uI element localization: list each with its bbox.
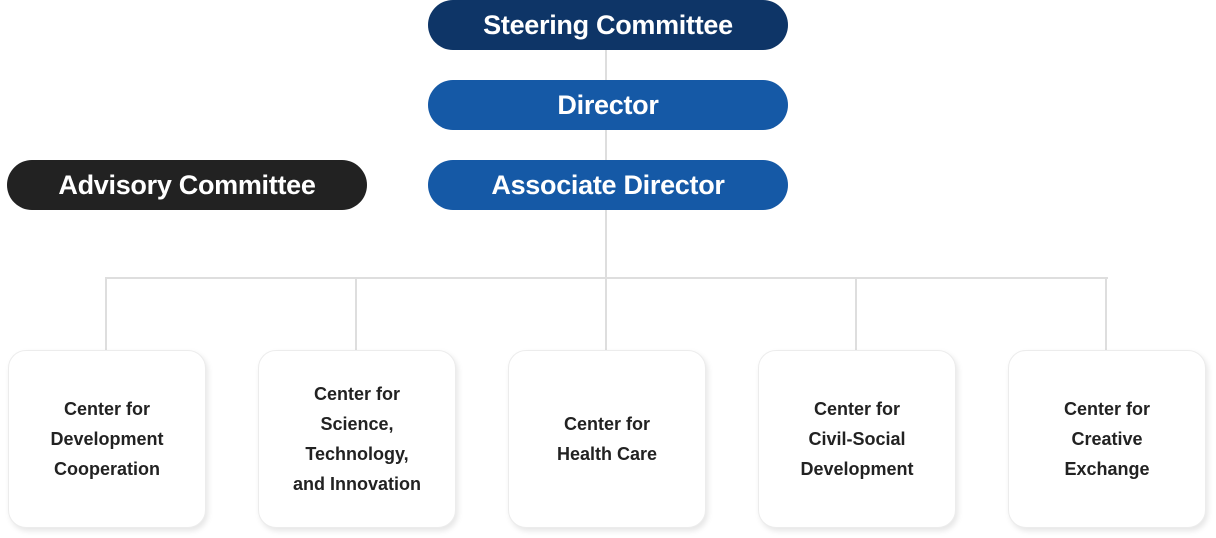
center-card-creative-exchange: Center for Creative Exchange (1008, 350, 1206, 528)
associate-director-node: Associate Director (428, 160, 788, 210)
branch-connector-2 (355, 277, 357, 350)
branch-connector-5 (1105, 277, 1107, 350)
center-card-civil-social-development: Center for Civil-Social Development (758, 350, 956, 528)
center-card-health-care: Center for Health Care (508, 350, 706, 528)
center-card-science-technology-innovation: Center for Science, Technology, and Inno… (258, 350, 456, 528)
branch-connector-3 (605, 277, 607, 350)
director-node: Director (428, 80, 788, 130)
advisory-committee-node: Advisory Committee (7, 160, 367, 210)
center-label: Center for Civil-Social Development (800, 399, 914, 479)
branch-connector-1 (105, 277, 107, 350)
center-label: Center for Development Cooperation (50, 399, 164, 479)
center-label: Center for Science, Technology, and Inno… (293, 384, 421, 494)
center-card-development-cooperation: Center for Development Cooperation (8, 350, 206, 528)
branch-connector-4 (855, 277, 857, 350)
center-label: Center for Health Care (556, 414, 658, 464)
steering-committee-node: Steering Committee (428, 0, 788, 50)
center-label: Center for Creative Exchange (1063, 399, 1150, 479)
